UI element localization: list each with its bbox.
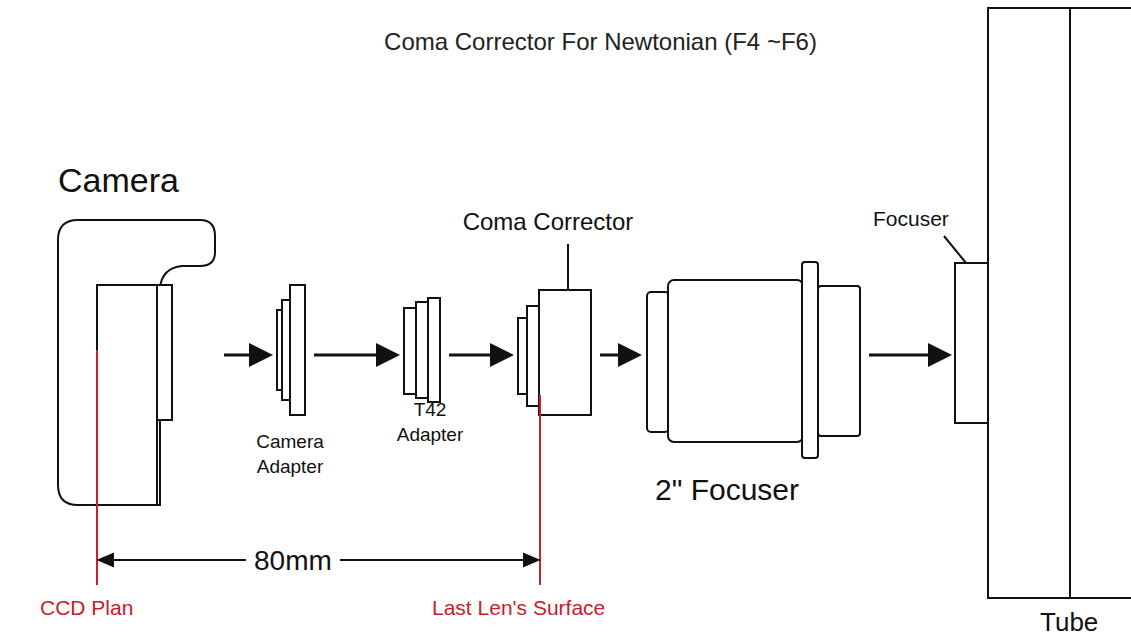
- lens-surface-line: [539, 395, 541, 585]
- camera-body: [58, 220, 215, 505]
- leader-line: [567, 244, 569, 290]
- part-label: 2" Focuser: [655, 470, 885, 509]
- camera-flange: [157, 285, 172, 420]
- adapter-step: [277, 310, 282, 390]
- dimension-arrow: [524, 554, 538, 566]
- arrow-connector: [449, 354, 508, 357]
- camera-mount: [97, 285, 157, 505]
- diagram-title: Coma Corrector For Newtonian (F4 ~F6): [0, 26, 1131, 57]
- dimension-value: 80mm: [246, 543, 340, 579]
- camera-part: Camera: [58, 220, 215, 505]
- leader-line: [944, 236, 966, 263]
- arrow-connector: [600, 354, 636, 357]
- t42-adapter-part: T42 Adapter: [403, 298, 440, 402]
- focuser-end: [818, 286, 860, 436]
- adapter-plate: [290, 285, 305, 415]
- arrow-connector: [314, 354, 394, 357]
- reference-label: CCD Plan: [40, 594, 133, 621]
- adapter-step: [282, 300, 290, 400]
- focuser-nose: [647, 292, 669, 432]
- corrector-lens: [518, 318, 527, 394]
- dimension-arrow: [99, 554, 113, 566]
- reference-label: Last Len's Surface: [432, 594, 605, 621]
- part-label: T42 Adapter: [390, 398, 470, 447]
- t42-plate: [428, 298, 440, 402]
- camera-adapter-part: Camera Adapter: [276, 285, 305, 415]
- focuser-flange: [802, 262, 818, 458]
- t42-part: [404, 308, 416, 394]
- focuser-body: [668, 280, 803, 442]
- part-label: Camera Adapter: [240, 430, 340, 479]
- part-label: Tube: [1040, 606, 1125, 640]
- part-label: Camera: [58, 158, 228, 202]
- arrow-connector: [224, 354, 267, 357]
- tube-focuser: [955, 263, 988, 423]
- t42-part: [416, 302, 428, 398]
- arrow-connector: [869, 354, 946, 357]
- focuser-part: Focuser: [955, 263, 988, 423]
- corrector-body: [539, 290, 591, 415]
- focuser-2in-part: 2" Focuser: [645, 262, 860, 458]
- ccd-plane-line: [96, 350, 98, 585]
- coma-corrector-part: Coma Corrector: [517, 290, 591, 415]
- part-label: Coma Corrector: [438, 206, 658, 237]
- tube-part: Tube: [988, 8, 1131, 598]
- corrector-ring: [527, 306, 539, 406]
- tube-body: [988, 8, 1131, 598]
- tube-line: [1069, 8, 1071, 598]
- part-label: Focuser: [873, 205, 973, 232]
